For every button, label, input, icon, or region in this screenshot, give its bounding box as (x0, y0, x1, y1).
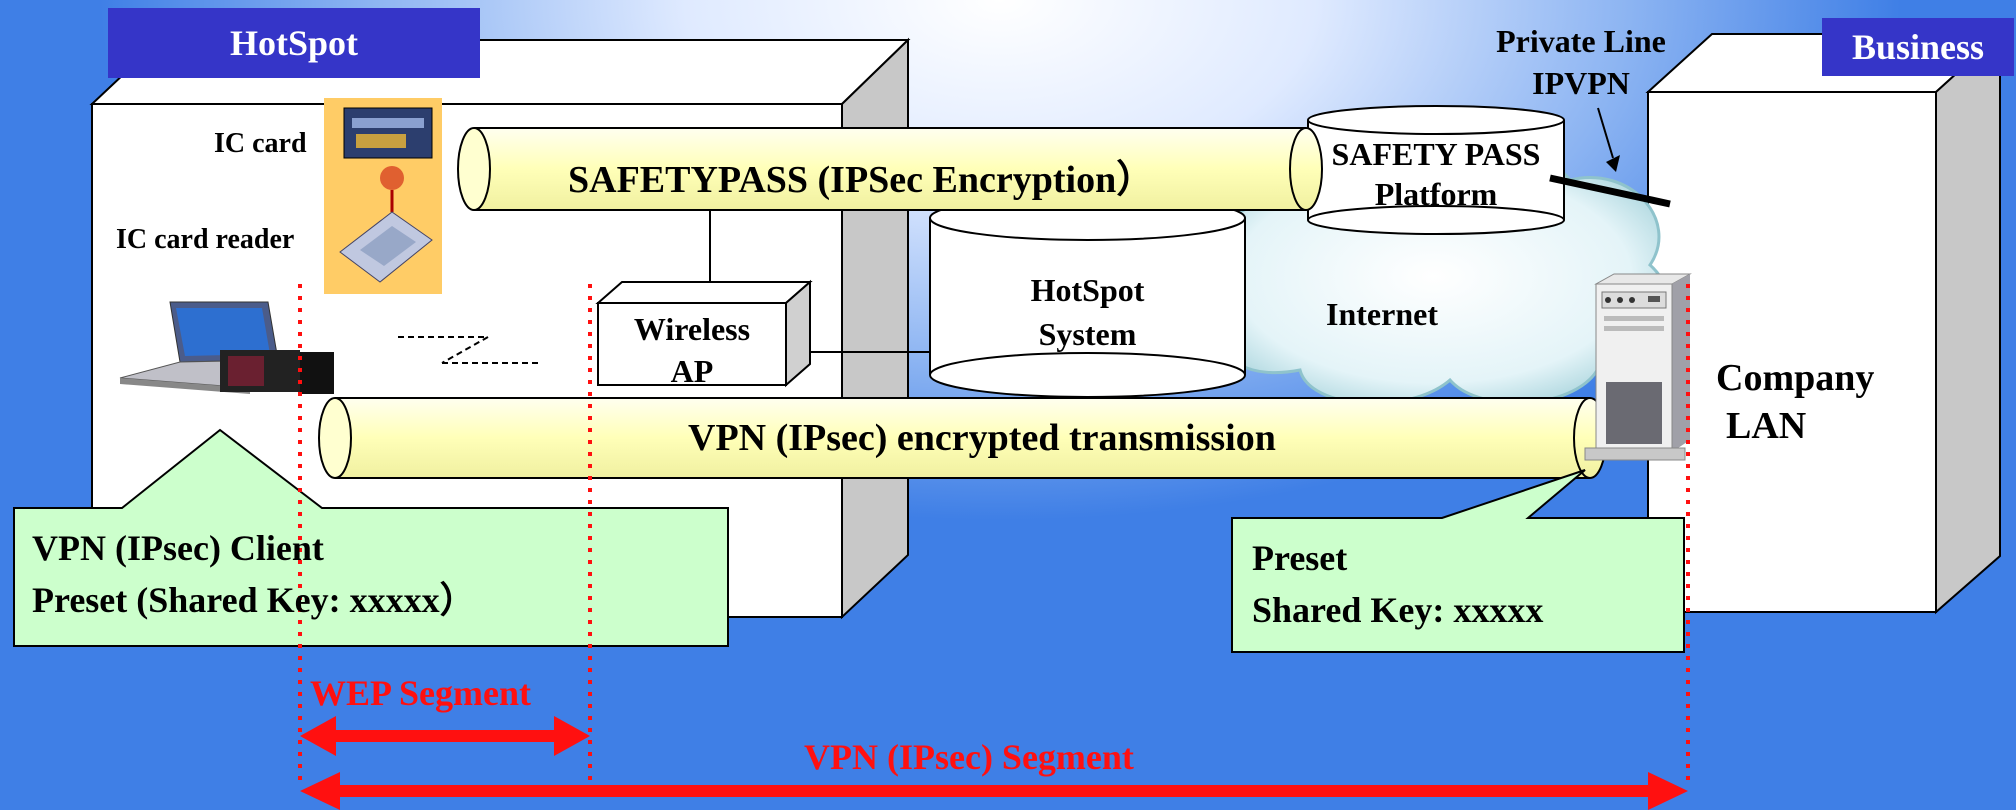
hotspot-system-line-2: System (1038, 316, 1137, 352)
business-tag-label: Business (1851, 27, 1985, 67)
business-tag: Business (1822, 18, 2014, 76)
server-callout-line-1: Preset (1252, 538, 1348, 578)
wep-segment-arrow (300, 716, 590, 756)
company-lan-line-1: Company (1716, 357, 1875, 399)
wireless-ap-box (595, 279, 813, 388)
safety-pass-platform-cylinder (1307, 105, 1565, 235)
hotspot-tag-label: HotSpot (229, 23, 359, 63)
laptop-icon (119, 301, 334, 394)
hotspot-tag: HotSpot (108, 8, 480, 78)
wireless-signal-icon (398, 336, 540, 364)
hotspot-system-line-1: HotSpot (1030, 272, 1145, 308)
ic-card-reader-icon (324, 98, 442, 294)
company-lan-label: Company LAN (1716, 354, 1874, 450)
wep-segment-label: WEP Segment (310, 673, 531, 713)
internet-label: Internet (1326, 296, 1438, 332)
client-callout-line-2: Preset (Shared Key: xxxxx） (32, 580, 476, 620)
server-callout-text: Preset Shared Key: xxxxx (1252, 532, 1543, 636)
wireless-ap-line-1: Wireless (633, 311, 751, 347)
private-line-line-1: Private Line (1496, 23, 1666, 59)
server-callout-shape (1231, 469, 1685, 653)
client-callout-text: VPN (IPsec) Client Preset (Shared Key: x… (32, 522, 476, 626)
private-line (1549, 174, 1671, 208)
vpn-tunnel-label: VPN (IPsec) encrypted transmission (688, 417, 1276, 459)
vpn-segment-label: VPN (IPsec) Segment (804, 737, 1134, 777)
business-building (1645, 31, 2003, 615)
private-line-label: Private Line IPVPN (1470, 20, 1692, 104)
ic-card-label: IC card (214, 128, 307, 159)
safety-pass-platform-label: SAFETY PASS Platform (1308, 134, 1564, 214)
private-line-line-2: IPVPN (1532, 65, 1630, 101)
safetypass-tunnel-label: SAFETYPASS (IPSec Encryption） (568, 159, 1155, 201)
wireless-ap-line-2: AP (670, 353, 714, 389)
server-callout-line-2: Shared Key: xxxxx (1252, 590, 1544, 630)
client-callout-line-1: VPN (IPsec) Client (32, 528, 324, 568)
server-icon (1584, 273, 1692, 461)
safetypass-tunnel (457, 127, 1323, 211)
platform-line-2: Platform (1374, 176, 1498, 212)
wireless-ap-label: Wireless AP (598, 308, 786, 392)
ic-card-reader-label: IC card reader (116, 224, 295, 255)
vpn-tunnel (318, 397, 1607, 479)
hotspot-system-label: HotSpot System (960, 268, 1215, 356)
company-lan-line-2: LAN (1726, 405, 1807, 447)
client-callout-shape (13, 428, 729, 647)
vpn-segment-arrow (300, 772, 1688, 810)
platform-line-1: SAFETY PASS (1331, 136, 1541, 172)
